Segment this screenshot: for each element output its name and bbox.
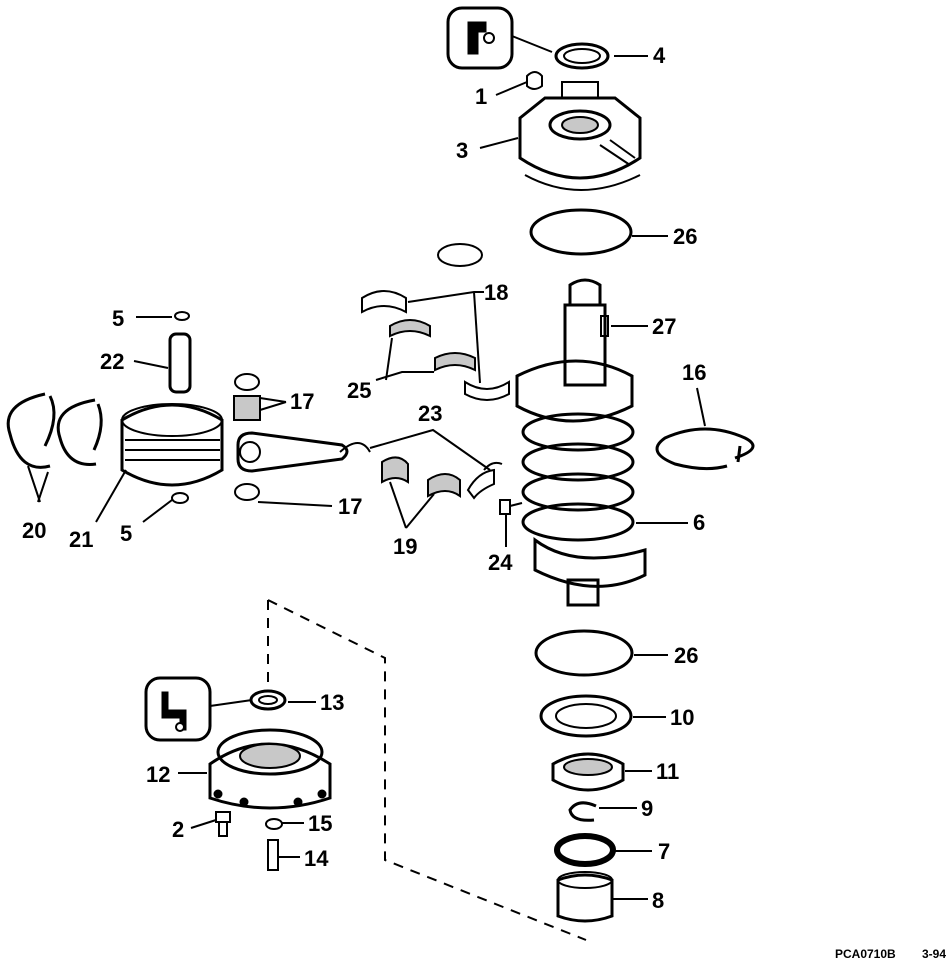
figure-code-id: PCA0710B [835,947,896,961]
part-18-bearing-retainer [361,243,510,401]
part-2-screw [215,811,231,837]
part-27-key [600,315,609,337]
part-4-seal [554,42,610,70]
callout-label: 25 [347,378,371,403]
callout-label: 24 [488,550,513,575]
part-6-crankshaft [515,278,647,607]
part-17-needle-bearing-washers [233,373,261,501]
callout-label: 2 [172,817,184,842]
callout-label: 4 [653,43,666,68]
callout-label: 26 [673,224,697,249]
part-14-screw [267,839,279,871]
part-13-seal [249,689,287,711]
callout-label: 21 [69,527,93,552]
callout-label: 7 [658,839,670,864]
callout-label: 15 [308,811,332,836]
leader-lines [27,55,706,900]
callout-label: 17 [290,389,314,414]
callout-label: 26 [674,643,698,668]
callout-label: 5 [120,521,132,546]
figure-code-date: 3-94 [922,947,946,961]
part-7-seal [554,833,616,867]
callout-label: 19 [393,534,417,559]
part-23-connecting-rod [236,431,503,500]
callout-label: 3 [456,138,468,163]
part-26-oring-upper [529,208,633,256]
part-20-piston-rings [6,392,103,469]
callout-label: 10 [670,705,694,730]
callout-label: 9 [641,796,653,821]
callout-label: 16 [682,360,706,385]
part-1-dowel [526,71,543,90]
callout-label: 1 [475,84,487,109]
callout-label: 8 [652,888,664,913]
part-8-sleeve [556,871,614,923]
callout-label: 22 [100,349,124,374]
sealant-symbol-top [446,6,553,70]
part-22-wrist-pin [168,332,192,394]
part-15-washer [265,818,283,830]
figure-code: PCA0710B 3-94 [835,947,946,961]
part-19-rod-bearing-cages [381,456,461,498]
part-16-ring [655,427,755,471]
part-25-needle-bearing [389,319,476,372]
part-10-washer [539,694,633,738]
part-5-retainer-top [174,311,190,321]
callout-label: 18 [484,280,508,305]
callout-label: 23 [418,401,442,426]
callout-label: 14 [304,846,329,871]
assembly-dashed-line [267,599,587,941]
part-21-piston [120,403,224,487]
callout-label: 12 [146,762,170,787]
callout-label: 11 [656,759,679,784]
callout-label: 27 [652,314,676,339]
part-11-ball-bearing [551,752,625,792]
callout-label: 5 [112,306,124,331]
callout-label: 13 [320,690,344,715]
part-5-retainer-bottom [171,492,189,504]
part-24-screw [499,499,523,515]
part-26-oring-lower [534,629,634,677]
part-12-lower-housing [208,728,332,810]
callout-label: 20 [22,518,46,543]
sealant-symbol-bottom [144,676,253,742]
part-9-retaining-ring [568,801,597,822]
callout-label: 6 [693,510,705,535]
part-3-upper-housing [518,81,642,191]
callout-labels: 4 1 3 26 18 5 22 27 25 17 16 23 20 21 5 … [22,43,706,913]
callout-label: 17 [338,494,362,519]
